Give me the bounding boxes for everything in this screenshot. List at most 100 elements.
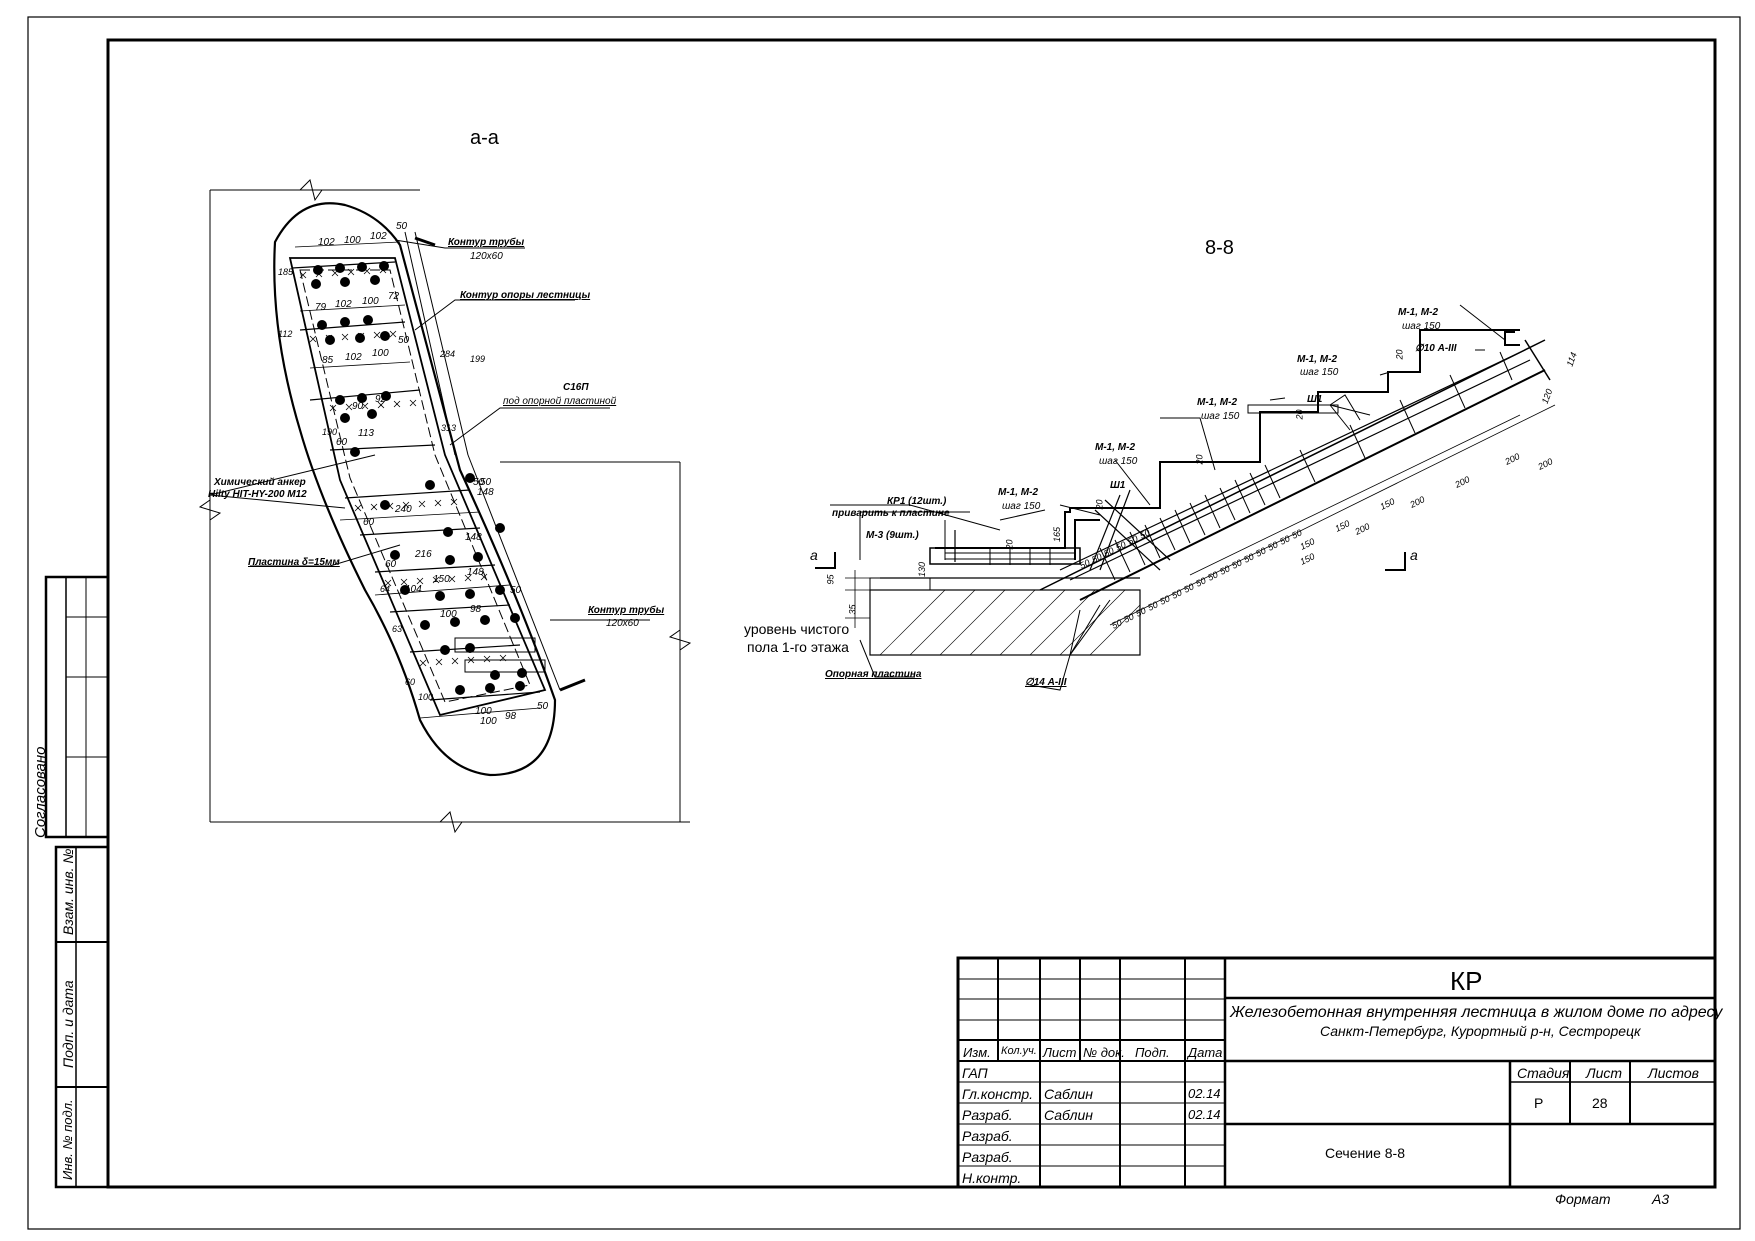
callout-pipe-size-bottom: 120х60 (606, 618, 639, 629)
dim-label: 20 (1194, 454, 1205, 465)
dim-label: 313 (441, 423, 457, 433)
row-date: 02.14 (1188, 1086, 1221, 1101)
dim-label: 50 (473, 477, 485, 488)
dim-label: 63 (392, 624, 403, 634)
col-header-qty: Кол.уч. (1001, 1045, 1037, 1057)
dim-label: 92 (375, 394, 387, 405)
dim-label: 100 (475, 706, 492, 717)
row-name: Саблин (1044, 1107, 1094, 1123)
view-8-8 (815, 304, 1556, 691)
trim-line (27, 16, 1741, 1230)
dim-label: 148 (477, 487, 494, 498)
callout-step-5: шаг 150 (1002, 501, 1041, 512)
callout-pipe-top: Контур трубы (448, 237, 525, 248)
dim-label: 216 (415, 549, 432, 560)
sheet-label: Лист (1586, 1065, 1623, 1081)
dim-label: 148 (465, 532, 482, 543)
callout-step-2: шаг 150 (1300, 367, 1339, 378)
callout-mesh-5: М-1, М-2 (998, 487, 1038, 498)
dim-label: 284 (440, 349, 456, 359)
stage-label: Стадия (1517, 1065, 1570, 1081)
callout-pipe-size-top: 120х60 (470, 251, 503, 262)
sheets-label: Листов (1648, 1065, 1699, 1081)
dim-label: 100 (440, 609, 457, 620)
section-mark-right: а (1410, 547, 1418, 563)
dim-label: 185 (278, 267, 294, 277)
dim-label: 64 (380, 584, 391, 594)
dim-label: 112 (278, 329, 293, 339)
callout-plate: Пластина δ=15мм (248, 557, 340, 568)
dim-label: 130 (917, 561, 928, 578)
doc-code: КР (1450, 966, 1483, 996)
dim-label: 190 (322, 427, 338, 437)
callout-anchor: Химический анкер (214, 477, 306, 488)
dim-label: 95 (825, 574, 836, 585)
callout-channel-note: под опорной пластиной (503, 396, 617, 407)
section-mark-left: а (810, 547, 818, 563)
stamp-sign-date: Подп. и дата (60, 980, 76, 1068)
callout-step-4: шаг 150 (1099, 456, 1138, 467)
callout-kr1: КР1 (12шт.) (887, 496, 947, 507)
callout-sh1-low: Ш1 (1110, 480, 1126, 491)
dim-label: 102 (370, 231, 387, 242)
dim-label: 240 (395, 504, 412, 515)
dim-label: 150 (433, 574, 450, 585)
stamp-agreed: Согласовано (32, 746, 49, 839)
row-role: Разраб. (962, 1107, 1013, 1123)
dim-label: 60 (336, 437, 348, 448)
col-header-sign: Подп. (1135, 1045, 1170, 1060)
callout-mesh-top: М-1, М-2 (1398, 307, 1438, 318)
callout-mesh-4: М-1, М-2 (1095, 442, 1135, 453)
dim-label: 50 (480, 477, 492, 488)
row-role: Н.контр. (962, 1170, 1022, 1186)
row-date: 02.14 (1188, 1107, 1221, 1122)
callout-channel: С16П (563, 382, 589, 393)
sheet-name: Сечение 8-8 (1325, 1145, 1405, 1161)
callout-mesh-2: М-1, М-2 (1297, 354, 1337, 365)
stamp-inv-orig: Инв. № подл. (60, 1099, 75, 1180)
dim-label: 100 (480, 716, 497, 727)
side-stamp (44, 575, 110, 1189)
project-title-line1: Железобетонная внутренняя лестница в жил… (1230, 1004, 1723, 1021)
floor-level-line1: уровень чистого (744, 621, 850, 637)
dim-label: 100 (418, 692, 434, 702)
callout-sh1-top: Ш1 (1307, 394, 1323, 405)
dim-label: 148 (467, 567, 484, 578)
dim-label: 20 (1004, 539, 1015, 550)
dim-label: 100 (362, 296, 379, 307)
row-role: Гл.констр. (962, 1086, 1034, 1102)
callout-m3: М-3 (9шт.) (866, 530, 919, 541)
dim-label: 35 (847, 604, 858, 615)
dim-label: 199 (470, 354, 486, 364)
row-role: ГАП (962, 1065, 988, 1081)
dim-label: 72 (388, 291, 400, 302)
dim-label: 98 (505, 711, 517, 722)
dim-label: 20 (1094, 499, 1105, 510)
dim-label: 102 (318, 237, 335, 248)
dim-label: 60 (405, 677, 416, 687)
dim-label: 90 (352, 401, 364, 412)
dim-label: 100 (372, 348, 389, 359)
dim-label: 100 (344, 235, 361, 246)
view-title-left: а-а (470, 127, 499, 149)
callout-support-contour: Контур опоры лестницы (460, 290, 591, 301)
dim-label: 102 (335, 299, 352, 310)
dim-label: 104 (405, 584, 422, 595)
callout-rebar14: ∅14 А-III (1025, 677, 1067, 688)
dim-label: 79 (315, 302, 327, 313)
col-header-doc: № док. (1083, 1045, 1125, 1060)
view-a-a (198, 179, 692, 834)
sheet-value: 28 (1592, 1095, 1608, 1111)
dim-label: 50 (396, 221, 408, 232)
callout-rebar10: ∅10 А-III (1415, 343, 1457, 354)
dim-label: 165 (1052, 526, 1063, 543)
project-title-line2: Санкт-Петербург, Курортный р-н, Сестроре… (1320, 1023, 1641, 1039)
floor-level-line2: пола 1-го этажа (747, 639, 849, 655)
title-block-lines (956, 956, 1717, 1189)
format-label: Формат (1555, 1191, 1611, 1207)
col-header-change: Изм. (963, 1045, 991, 1060)
callout-mesh-3: М-1, М-2 (1197, 397, 1237, 408)
callout-anchor-model: Hilty HIT-HY-200 M12 (208, 489, 307, 500)
format-value: А3 (1652, 1191, 1670, 1207)
